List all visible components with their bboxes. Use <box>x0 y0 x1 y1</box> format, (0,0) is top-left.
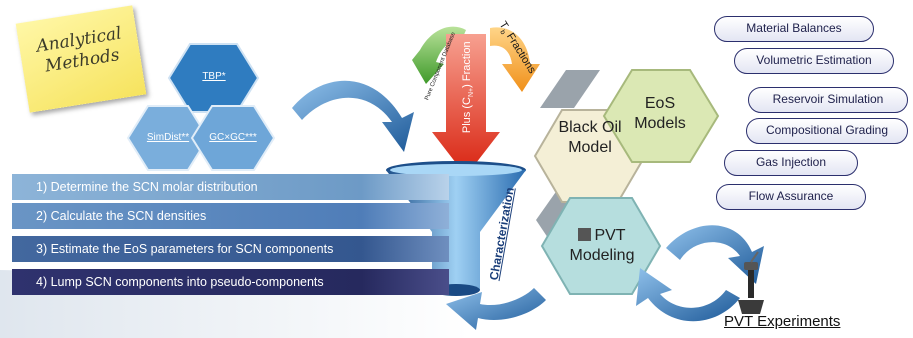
pvt-square-icon <box>578 228 592 241</box>
step-2: 2) Calculate the SCN densities <box>12 203 449 229</box>
hex-shadow-1 <box>540 70 600 108</box>
hex-eos <box>602 69 720 163</box>
plus-fraction-label: Plus (CN+) Fraction <box>460 41 476 134</box>
hex-pvt-modeling <box>540 197 662 295</box>
sticky-note-text: Analytical Methods <box>35 23 123 77</box>
app-reservoir-simulation: Reservoir Simulation <box>748 87 908 113</box>
eos-title: EoS Models <box>634 95 686 132</box>
step-3: 3) Estimate the EoS parameters for SCN c… <box>12 236 449 262</box>
simdist-label: SimDist** <box>146 132 190 143</box>
pvt-experiments-label: PVT Experiments <box>724 313 841 330</box>
funnel <box>386 170 526 290</box>
step-4: 4) Lump SCN components into pseudo-compo… <box>12 269 449 295</box>
pvt-modeling-title: PVT Modeling <box>569 227 635 264</box>
gcxgc-label: GC×GC*** <box>209 132 257 143</box>
step-1: 1) Determine the SCN molar distribution <box>12 174 449 200</box>
app-volumetric-estimation: Volumetric Estimation <box>734 48 894 74</box>
curved-arrow-to-funnel <box>292 80 414 152</box>
app-material-balances: Material Balances <box>714 16 874 42</box>
lab-apparatus-icon <box>738 251 764 314</box>
hex-gcxgc <box>190 105 276 171</box>
app-flow-assurance: Flow Assurance <box>716 184 866 210</box>
app-gas-injection: Gas Injection <box>724 150 858 176</box>
red-arrow <box>432 34 500 176</box>
loop-arrow-bottom <box>636 268 740 322</box>
orange-arrow <box>490 27 540 93</box>
sticky-note: Analytical Methods <box>15 5 147 113</box>
black-oil-title: Black Oil Model <box>558 119 622 156</box>
loop-arrow-right <box>666 225 764 284</box>
tbp-label: TBP* <box>202 71 226 82</box>
loop-arrow-left <box>446 288 546 330</box>
app-compositional-grading: Compositional Grading <box>746 118 908 144</box>
hex-simdist <box>126 105 210 171</box>
funnel-mouth <box>390 164 522 176</box>
